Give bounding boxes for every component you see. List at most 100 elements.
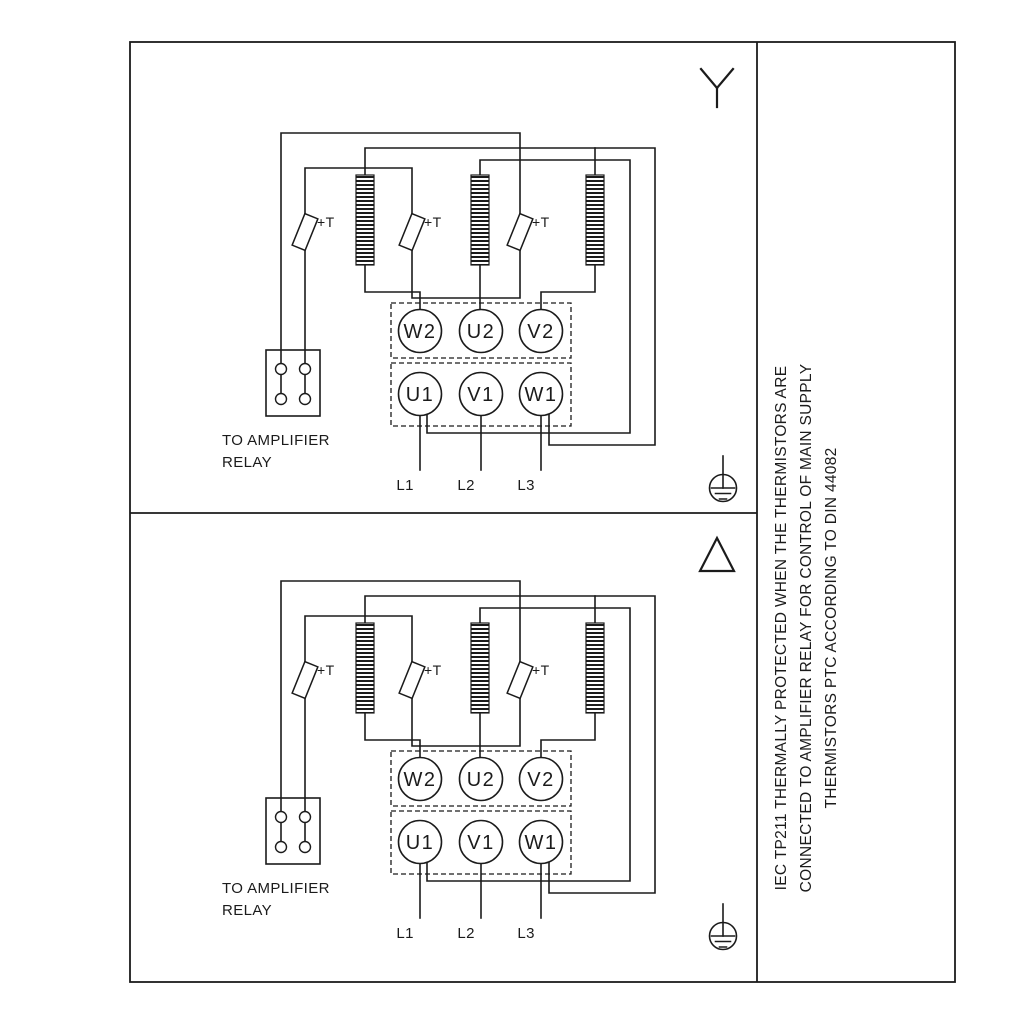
terminal-circle: [458, 756, 504, 802]
amplifier-relay-box: [265, 797, 321, 865]
terminal-label: V1: [467, 384, 494, 406]
terminal-u1: U1: [397, 371, 443, 417]
terminal-label: U1: [406, 384, 435, 406]
thermistor-label: +T: [532, 662, 550, 678]
motor-winding-coil: [470, 622, 490, 714]
terminal-w1: W1: [518, 819, 564, 865]
thermistor-label: +T: [317, 214, 335, 230]
earth-ground-icon: [708, 455, 738, 503]
winding3-bottom-lead: [540, 712, 596, 762]
mains-label-l2: L2: [457, 925, 475, 942]
terminal-circle: [458, 308, 504, 354]
winding2-top-link-wire: [426, 159, 631, 434]
relay-caption-line2: RELAY: [222, 454, 272, 471]
thermistor-icon: [291, 212, 319, 252]
mains-label-l2: L2: [457, 477, 475, 494]
terminal-circle: [458, 819, 504, 865]
mains-label-l1: L1: [396, 925, 414, 942]
motor-winding-coil: [585, 622, 605, 714]
thermistor-2: +T: [398, 212, 442, 252]
star-icon: [699, 67, 735, 109]
terminal-u2: U2: [458, 756, 504, 802]
delta-icon: [698, 535, 736, 573]
relay-terminal: [298, 840, 312, 854]
side-note: IEC TP211 THERMALLY PROTECTED WHEN THE T…: [773, 364, 840, 893]
winding1-top-link-wire: [364, 147, 656, 446]
thermistor-label: +T: [424, 214, 442, 230]
terminal-label: V1: [467, 832, 494, 854]
terminal-label: V2: [527, 321, 554, 343]
diagram-border: [129, 41, 956, 983]
terminal-u1: U1: [397, 819, 443, 865]
relay-terminal: [298, 392, 312, 406]
winding3-bottom-lead: [540, 264, 596, 314]
terminal-block-dashed-outline: [390, 362, 572, 427]
thermistor-label: +T: [532, 214, 550, 230]
thermistor-circuit-wire: [280, 132, 521, 370]
terminal-w2: W2: [397, 308, 443, 354]
side-note-line-2: CONNECTED TO AMPLIFIER RELAY FOR CONTROL…: [798, 364, 815, 893]
terminal-circle: [397, 371, 443, 417]
delta-panel: +T +T +T W2 U2 V2 U1 V1: [222, 535, 738, 951]
star-panel: +T +T +T W2 U2 V2 U1 V1: [222, 67, 738, 503]
motor-winding-coil: [585, 174, 605, 266]
side-note-line-1: IEC TP211 THERMALLY PROTECTED WHEN THE T…: [773, 366, 790, 891]
thermistor-2: +T: [398, 660, 442, 700]
thermistor-icon: [506, 212, 534, 252]
relay-terminal: [298, 810, 312, 824]
terminal-circle: [518, 819, 564, 865]
relay-caption-line2: RELAY: [222, 902, 272, 919]
earth-ground-icon: [708, 903, 738, 951]
terminal-label: U2: [467, 769, 496, 791]
relay-terminal: [274, 392, 288, 406]
terminal-w2: W2: [397, 756, 443, 802]
relay-terminal: [274, 840, 288, 854]
terminal-v2: V2: [518, 756, 564, 802]
terminal-label: W1: [525, 384, 558, 406]
terminal-v2: V2: [518, 308, 564, 354]
terminal-v1: V1: [458, 819, 504, 865]
thermistor-icon: [506, 660, 534, 700]
terminal-circle: [518, 756, 564, 802]
terminal-block-dashed-outline: [390, 810, 572, 875]
terminal-circle: [518, 308, 564, 354]
amplifier-relay-box: [265, 349, 321, 417]
terminal-block-dashed-outline: [390, 750, 572, 807]
side-note-line-3: THERMISTORS PTC ACCORDING TO DIN 44082: [823, 447, 840, 808]
terminal-label: W2: [404, 769, 437, 791]
thermistor-icon: [398, 212, 426, 252]
relay-caption-line1: TO AMPLIFIER: [222, 432, 330, 449]
relay-caption-line1: TO AMPLIFIER: [222, 880, 330, 897]
terminal-circle: [397, 308, 443, 354]
terminal-v1: V1: [458, 371, 504, 417]
terminal-label: W1: [525, 832, 558, 854]
mains-label-l1: L1: [396, 477, 414, 494]
terminal-block-dashed-outline: [390, 302, 572, 359]
mains-label-l3: L3: [517, 925, 535, 942]
thermistor-icon: [398, 660, 426, 700]
terminal-circle: [397, 756, 443, 802]
winding1-top-link-wire: [364, 595, 656, 894]
terminal-u2: U2: [458, 308, 504, 354]
motor-winding-coil: [355, 174, 375, 266]
winding2-top-link-wire: [426, 607, 631, 882]
terminal-circle: [458, 371, 504, 417]
thermistor-3: +T: [506, 660, 550, 700]
thermistor-icon: [291, 660, 319, 700]
thermistor-1: +T: [291, 212, 335, 252]
motor-winding-coil: [355, 622, 375, 714]
terminal-label: V2: [527, 769, 554, 791]
relay-terminal: [298, 362, 312, 376]
thermistor-label: +T: [424, 662, 442, 678]
terminal-label: U1: [406, 832, 435, 854]
thermistor-3: +T: [506, 212, 550, 252]
terminal-label: U2: [467, 321, 496, 343]
terminal-label: W2: [404, 321, 437, 343]
terminal-circle: [397, 819, 443, 865]
relay-terminal: [274, 362, 288, 376]
relay-terminal: [274, 810, 288, 824]
thermistor-circuit-wire: [280, 580, 521, 818]
thermistor-label: +T: [317, 662, 335, 678]
